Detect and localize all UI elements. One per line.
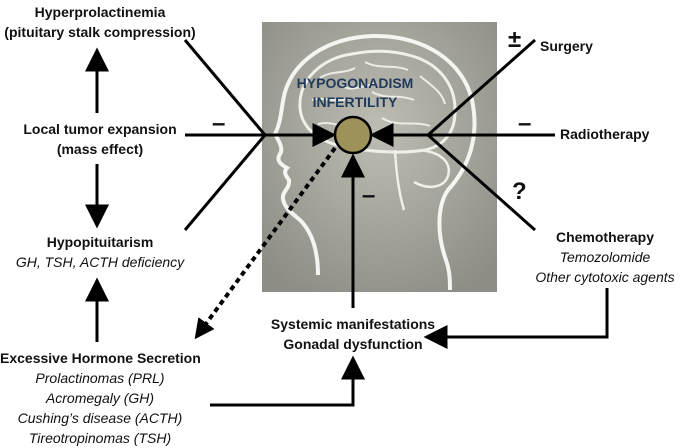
fan-right-lower [427,133,536,232]
hypopituitarism-title: Hypopituitarism [46,234,154,250]
local-tumor-title: Local tumor expansion [23,121,177,137]
systemic-line2: Gonadal dysfunction [283,336,423,352]
hyperprolactinemia-subtitle: (pituitary stalk compression) [4,24,196,40]
surgery-label: Surgery [540,38,593,54]
chemotherapy-title: Chemotherapy [555,229,655,245]
center-label: HYPOGONADISM INFERTILITY [285,74,425,112]
fan-left-lower [183,134,267,231]
arrow-chemotherapy-to-systemic [423,288,609,349]
excessive-secretion-label: Excessive Hormone Secretion Prolactinoma… [0,348,201,448]
center-circle [333,115,373,155]
excessive-item: Acromegaly (GH) [45,390,155,406]
excessive-secretion-title: Excessive Hormone Secretion [0,350,201,366]
fan-right-upper [427,38,536,137]
head-silhouette-outline [272,33,477,291]
hypopituitarism-detail: GH, TSH, ACTH deficiency [15,254,185,270]
brainstem-outline [393,149,406,211]
dotted-arrow-center-to-excessive [194,146,337,340]
chemotherapy-item: Other cytotoxic agents [535,269,675,285]
local-tumor-subtitle: (mass effect) [56,141,144,157]
excessive-item: Cushing’s disease (ACTH) [17,410,183,426]
systemic-line1: Systemic manifestations [270,316,436,332]
minus-sign-left: – [212,110,226,137]
center-label-line1: HYPOGONADISM [296,75,414,91]
minus-sign-right: – [518,110,532,137]
question-mark: ? [512,178,527,205]
hyperprolactinemia-label: Hyperprolactinemia (pituitary stalk comp… [0,2,200,42]
cerebellum-outline [413,148,451,189]
radiotherapy-label: Radiotherapy [560,126,650,142]
chemotherapy-item: Temozolomide [559,249,651,265]
plus-minus-sign: ± [508,26,522,53]
chemotherapy-label: Chemotherapy Temozolomide Other cytotoxi… [525,227,685,287]
excessive-item: Prolactinomas (PRL) [35,370,165,386]
minus-sign-bottom: – [362,182,376,209]
arrow-excessive-to-systemic [210,355,365,407]
systemic-label: Systemic manifestations Gonadal dysfunct… [243,314,463,354]
center-label-line2: INFERTILITY [312,94,398,110]
fan-left-upper [183,39,267,136]
hyperprolactinemia-title: Hyperprolactinemia [34,4,166,20]
excessive-item: Tireotropinomas (TSH) [28,430,172,446]
local-tumor-label: Local tumor expansion (mass effect) [0,119,200,159]
hypopituitarism-label: Hypopituitarism GH, TSH, ACTH deficiency [0,232,200,272]
